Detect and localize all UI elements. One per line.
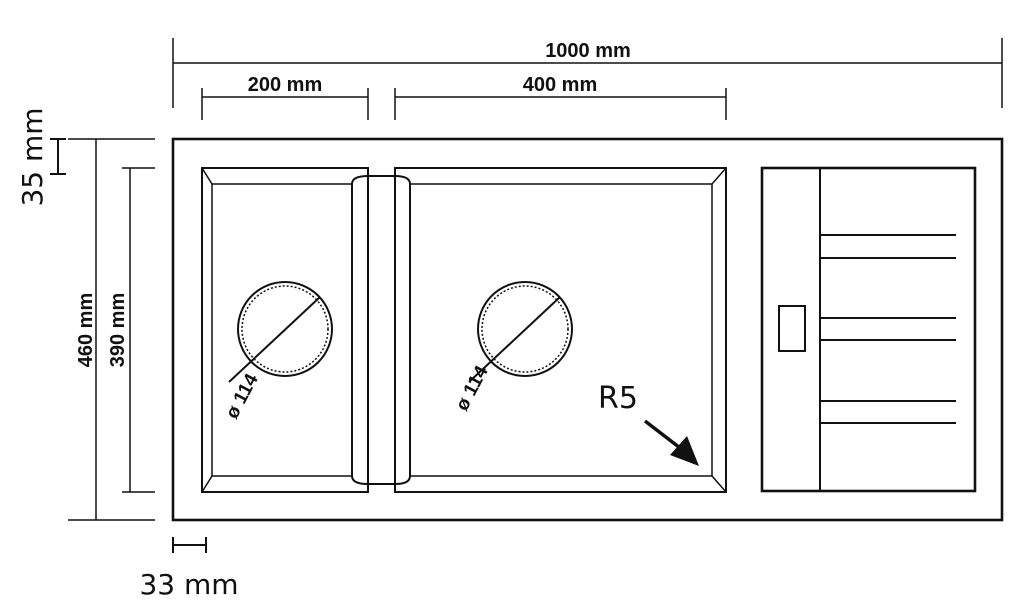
corner-radius-label: R5 (598, 381, 638, 416)
right-bowl (394, 167, 727, 493)
dimension-bowl-depth: 390 mm (107, 167, 155, 493)
corner-radius-annotation: R5 (598, 381, 699, 466)
left-drain: ø 114 (222, 281, 333, 422)
left-bowl-width-label: 200 mm (248, 74, 323, 96)
bowl-depth-label: 390 mm (107, 293, 129, 368)
tap-hole (778, 305, 806, 352)
drainer-board (760, 166, 977, 493)
right-bowl-width-label: 400 mm (523, 74, 598, 96)
right-drain: ø 114 (452, 281, 573, 414)
total-depth-label: 460 mm (75, 293, 97, 368)
dimension-side-margin: 33 mm (139, 537, 239, 601)
dimension-total-width: 1000 mm (172, 38, 1003, 108)
dimension-left-bowl-width: 200 mm (201, 74, 369, 120)
bowl-divider (351, 175, 411, 485)
left-drain-diameter-label: ø 114 (222, 370, 263, 422)
total-width-label: 1000 mm (545, 40, 631, 62)
sink-outline (171, 137, 1004, 522)
dimension-top-margin: 35 mm (16, 107, 66, 207)
dimension-right-bowl-width: 400 mm (394, 74, 727, 120)
arrow-icon (670, 436, 699, 466)
dimension-total-depth: 460 mm (68, 138, 155, 521)
right-drain-diameter-label: ø 114 (452, 362, 493, 414)
side-margin-label: 33 mm (139, 568, 238, 601)
top-margin-label: 35 mm (16, 107, 49, 206)
